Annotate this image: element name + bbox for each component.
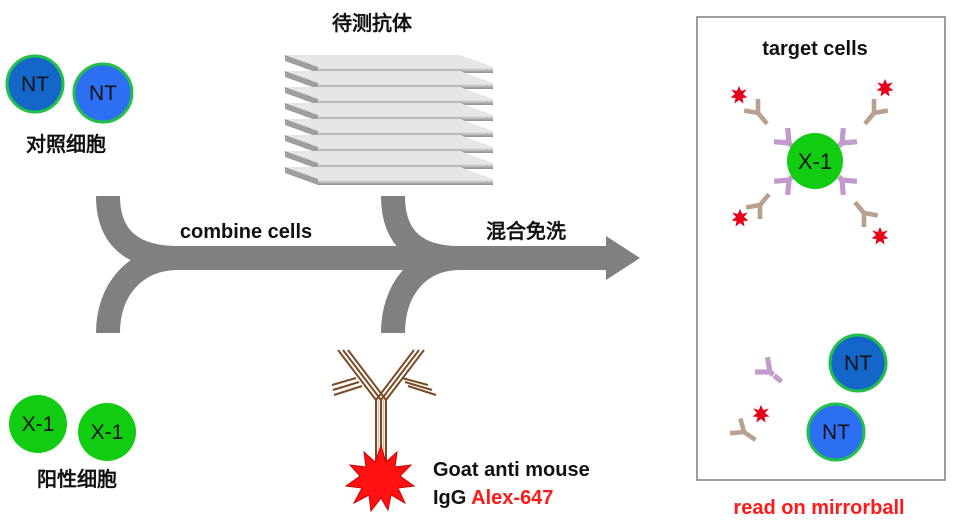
target-cell-complex: X-1	[730, 79, 894, 245]
secondary-antibody-line2: IgG Alex-647	[433, 487, 553, 509]
fluor-burst-icon	[344, 444, 416, 513]
arrow-head	[606, 236, 640, 280]
result-panel: target cells X-1	[696, 16, 946, 481]
step1-label: combine cells	[180, 221, 312, 243]
target-cell-x1-label: X-1	[798, 149, 832, 174]
bystander-cell-nt-1-label: NT	[844, 352, 872, 375]
positive-cells-group: X-1 X-1 阳性细胞	[9, 395, 136, 491]
cell-nt-2: NT	[72, 62, 134, 124]
branch-bottom-left	[96, 246, 179, 334]
secondary-antibody-line2-prefix: IgG	[433, 487, 471, 509]
bystander-cell-nt-2: NT	[806, 402, 866, 462]
cell-x1-1: X-1	[9, 395, 67, 453]
result-panel-title: target cells	[762, 38, 868, 60]
readout-footer: read on mirrorball	[733, 497, 904, 519]
cell-x1-2: X-1	[78, 403, 136, 461]
step2-label: 混合免洗	[486, 219, 566, 243]
cell-nt-2-label: NT	[89, 82, 117, 105]
secondary-antibody-fluor-name: Alex-647	[471, 487, 553, 509]
cell-x1-1-label: X-1	[22, 413, 55, 436]
target-cell-x1	[787, 133, 843, 189]
secondary-antibody-icon	[331, 349, 437, 513]
positive-cells-caption: 阳性细胞	[37, 467, 117, 491]
arrow-shaft	[170, 246, 610, 270]
antibody-plate-stack	[285, 55, 493, 185]
flow-arrow	[96, 195, 640, 334]
cell-nt-1-label: NT	[21, 73, 49, 96]
secondary-antibody-line1: Goat anti mouse	[433, 459, 590, 481]
cell-nt-1: NT	[5, 54, 65, 114]
bystander-cell-nt-2-label: NT	[822, 421, 850, 444]
test-antibody-label: 待测抗体	[332, 11, 413, 35]
bystander-cell-nt-1: NT	[828, 333, 888, 393]
control-cells-caption: 对照细胞	[26, 132, 106, 156]
cell-x1-2-label: X-1	[91, 421, 124, 444]
control-cells-group: NT NT 对照细胞	[5, 54, 134, 156]
